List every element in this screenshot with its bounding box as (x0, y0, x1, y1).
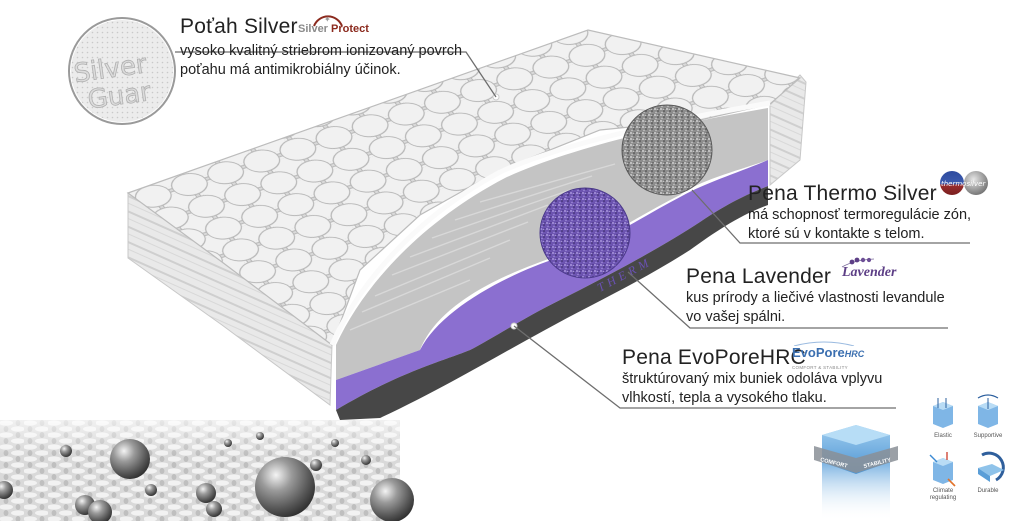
feature-description-cover: vysoko kvalitný striebrom ionizovaný pov… (180, 42, 462, 80)
svg-text:✦: ✦ (324, 15, 331, 24)
evopore-logo-hrc: HRC (844, 349, 865, 359)
feature-title-lavender: Pena Lavender (686, 265, 832, 288)
mattress-cutaway: THERM (126, 29, 807, 420)
description-line: má schopnosť termoregulácie zón, (748, 207, 972, 223)
feature-title-thermo-silver: Pena Thermo Silver (748, 182, 937, 205)
evopore-arc-icon (793, 341, 855, 346)
feature-title-evopore: Pena EvoPoreHRC (622, 346, 806, 369)
climate-regulating-label: Climate regulating (929, 488, 957, 501)
durable-label: Durable (977, 488, 999, 494)
silver-protect-logo: ✦ Silver Protect (298, 7, 369, 37)
description-line: vlhkostí, tepla a vysokého tlaku. (622, 390, 827, 406)
silver-guard-fabric-swatch: Silver Guar (68, 17, 176, 125)
climate-regulating-icon (929, 452, 956, 487)
supportive-label: Supportive (973, 433, 1003, 439)
durable-icon (978, 451, 1005, 482)
description-line: vo vašej spálni. (686, 309, 786, 325)
lavender-logo-text: Lavender (842, 265, 897, 280)
silver-protect-arc-icon: ✦ (313, 15, 343, 27)
lavender-logo: Lavender (834, 256, 904, 281)
description-line: vysoko kvalitný striebrom ionizovaný pov… (180, 43, 463, 59)
svg-text:thermosilver: thermosilver (941, 180, 986, 188)
supportive-icon (977, 394, 999, 428)
thermo-silver-badge-icon: thermosilver (940, 171, 988, 195)
lavender-flower-icon (841, 257, 875, 268)
silver-ions-weave-image (0, 400, 414, 521)
elastic-icon (933, 398, 953, 428)
description-line: kus prírody a liečivé vlastnosti levandu… (686, 290, 945, 306)
feature-description-thermo-silver: má schopnosť termoregulácie zón, ktoré s… (748, 206, 971, 244)
description-line: ktoré sú v kontakte s telom. (748, 226, 925, 242)
silver-protect-logo-silver: Silver (298, 23, 328, 35)
evopore-infographic: COMFORT STABILITY (814, 394, 1005, 521)
feature-title-cover: Poťah Silver (180, 15, 298, 38)
description-line: poťahu má antimikrobiálny účinok. (180, 62, 401, 78)
leader-lines (175, 51, 970, 409)
feature-description-evopore: štruktúrovaný mix buniek odoláva vplyvu … (622, 370, 882, 408)
evopore-logo-subtitle: COMFORT & STABILITY (792, 365, 848, 370)
description-line: štruktúrovaný mix buniek odoláva vplyvu (622, 371, 883, 387)
silver-protect-logo-protect: Protect (331, 23, 369, 35)
evopore-logo: EvoPoreHRC COMFORT & STABILITY (792, 340, 864, 374)
feature-description-lavender: kus prírody a liečivé vlastnosti levandu… (686, 289, 945, 327)
elastic-label: Elastic (934, 433, 952, 439)
evopore-logo-main: EvoPore (792, 345, 845, 360)
